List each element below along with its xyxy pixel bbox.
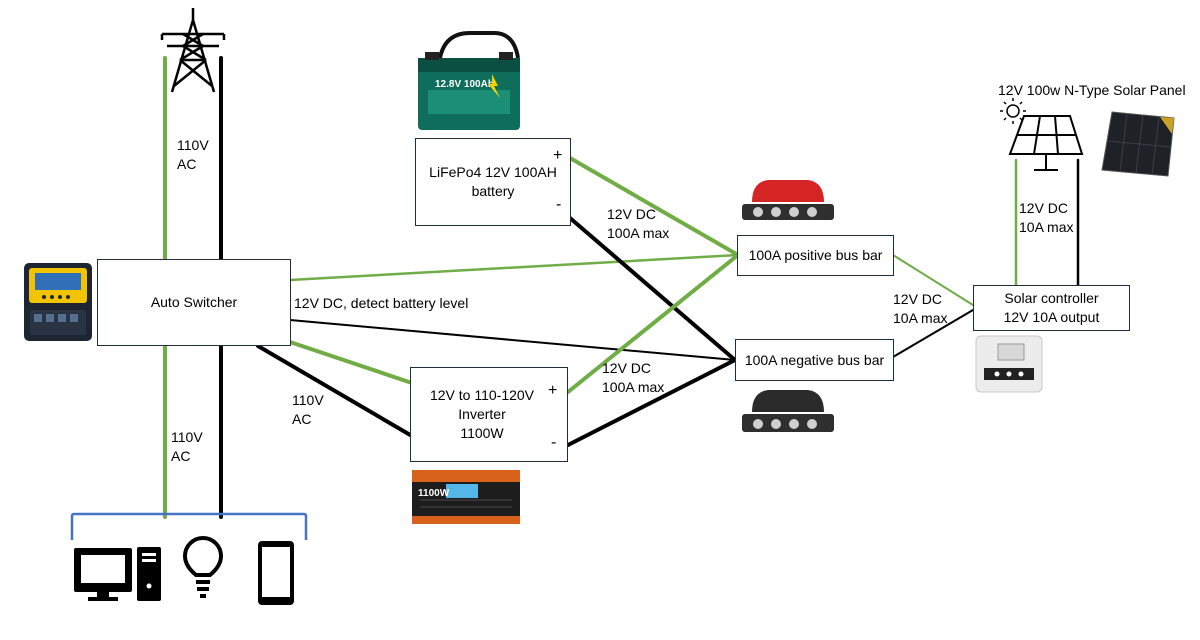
positive-bus-bar-box: 100A positive bus bar	[737, 235, 894, 276]
detect-negative-wire	[289, 319, 736, 361]
battery-minus-terminal: -	[556, 196, 562, 213]
battery-label-line-1: LiFePo4 12V 100AH	[429, 164, 557, 181]
inverter-positive-wire	[566, 253, 740, 394]
switcher-inverter-positive-wire	[288, 340, 414, 385]
negative-bus-bar-box: 100A negative bus bar	[735, 339, 894, 381]
auto-switcher-box: Auto Switcher	[97, 259, 291, 346]
inverter-label-line-1: 12V to 110-120V	[429, 387, 535, 404]
battery-box: LiFePo4 12V 100AH battery	[415, 138, 571, 226]
inverter-minus-terminal: -	[551, 434, 557, 451]
battery-label-line-2: battery	[471, 183, 515, 199]
auto-switcher-label: Auto Switcher	[150, 294, 238, 311]
inverter-label-line-3: 1100W	[460, 424, 504, 441]
power-tower-icon	[160, 8, 226, 93]
wires	[163, 56, 1080, 519]
negative-bus-bar-label: 100A negative bus bar	[744, 351, 885, 368]
positive-bus-bar-image	[740, 176, 836, 224]
inverter-box: 12V to 110-120V Inverter 1100W	[410, 367, 568, 462]
detect-positive-wire	[288, 253, 740, 282]
negative-bus-bar-image	[740, 386, 836, 436]
solar-panel-title: 12V 100w N-Type Solar Panel	[998, 82, 1186, 98]
solar-controller-line-2: 12V 10A output	[1003, 309, 1100, 325]
sun-icon	[1000, 98, 1026, 124]
inverter-image: 1100W	[412, 470, 520, 524]
light-bulb-icon	[182, 536, 224, 598]
smartphone-icon	[258, 541, 294, 605]
controller-positive-wire	[892, 254, 974, 306]
computer-icon	[74, 547, 161, 601]
battery-image: 12.8V 100Ah	[418, 31, 520, 130]
solar-controller-image	[975, 335, 1043, 393]
solar-panel-icon	[1008, 115, 1084, 171]
inverter-label-line-2: Inverter	[458, 406, 506, 423]
battery-plus-terminal: +	[553, 147, 563, 164]
battery-positive-wire	[568, 156, 740, 257]
positive-bus-bar-label: 100A positive bus bar	[748, 247, 883, 264]
solar-controller-line-1: Solar controller	[1004, 290, 1099, 307]
solar-controller-box: Solar controller 12V 10A output	[973, 285, 1130, 331]
inverter-plus-terminal: +	[548, 382, 558, 399]
solar-panel-photo	[1101, 111, 1175, 177]
device-bracket	[70, 512, 308, 540]
detect-battery-label: 12V DC, detect battery level	[294, 295, 469, 311]
battery-negative-wire	[568, 216, 737, 362]
controller-negative-wire	[892, 309, 974, 358]
switcher-inverter-ac-wire	[256, 344, 414, 438]
inverter-negative-wire	[566, 358, 737, 447]
battery-product-label: 12.8V 100Ah	[435, 79, 494, 90]
inverter-product-label: 1100W	[418, 488, 450, 499]
auto-switcher-device-image	[24, 263, 92, 341]
